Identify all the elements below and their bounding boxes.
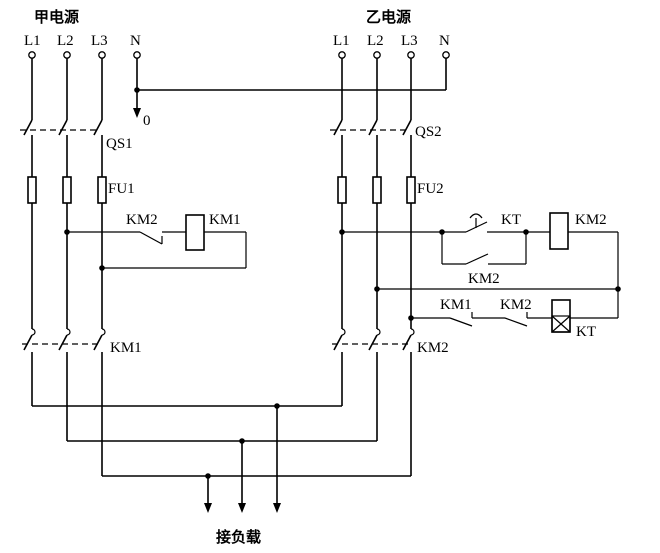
source-b-phase-l3: L3 [401, 33, 418, 49]
km2-hold-contact-label: KM2 [468, 271, 500, 287]
source-a-phase-l1: L1 [24, 33, 41, 49]
source-b-phase-l1: L1 [333, 33, 350, 49]
km2-kt-contact-label: KT [501, 212, 521, 228]
source-b-phase-lines [341, 58, 412, 329]
source-a-title: 甲电源 [34, 8, 79, 26]
source-a-phase-n: N [130, 33, 141, 49]
load-bus [32, 403, 411, 513]
source-a-phase-l2: L2 [57, 33, 74, 49]
qs2-label: QS2 [415, 124, 442, 140]
load-label: 接负载 [216, 528, 261, 546]
qs2-switch [330, 119, 412, 136]
km1-control-circuit [64, 214, 247, 271]
fu2-label: FU2 [417, 181, 444, 197]
neutral-line [133, 58, 447, 118]
kt-control-circuit [374, 286, 621, 333]
source-b-title: 乙电源 [366, 8, 411, 26]
source-b-phase-n: N [439, 33, 450, 49]
load-arrow-l3 [273, 503, 281, 513]
source-terminals [28, 51, 450, 59]
load-arrow-l2 [238, 503, 246, 513]
fu1-label: FU1 [108, 181, 135, 197]
source-a-phase-l3: L3 [91, 33, 108, 49]
km2-main-label: KM2 [417, 340, 449, 356]
load-arrow-l1 [204, 503, 212, 513]
qs1-label: QS1 [106, 136, 133, 152]
km2-main-contacts [332, 328, 415, 476]
kt-interlock-km1-label: KM1 [440, 297, 472, 313]
source-a-phase-lines [31, 58, 103, 329]
neutral-zero-label: 0 [143, 113, 151, 129]
fu2-fuses [337, 176, 416, 204]
source-b-phase-l2: L2 [367, 33, 384, 49]
kt-interlock-km2-label: KM2 [500, 297, 532, 313]
km1-coil-label: KM1 [209, 212, 241, 228]
neutral-ground-arrow [133, 108, 141, 118]
fu1-fuses [27, 176, 107, 204]
km1-interlock-km2-label: KM2 [126, 212, 158, 228]
km1-main-contacts [22, 328, 106, 476]
km1-main-label: KM1 [110, 340, 142, 356]
km2-control-circuit [339, 212, 619, 290]
qs1-switch [20, 119, 103, 136]
kt-coil-label: KT [576, 324, 596, 340]
km2-coil-label: KM2 [575, 212, 607, 228]
